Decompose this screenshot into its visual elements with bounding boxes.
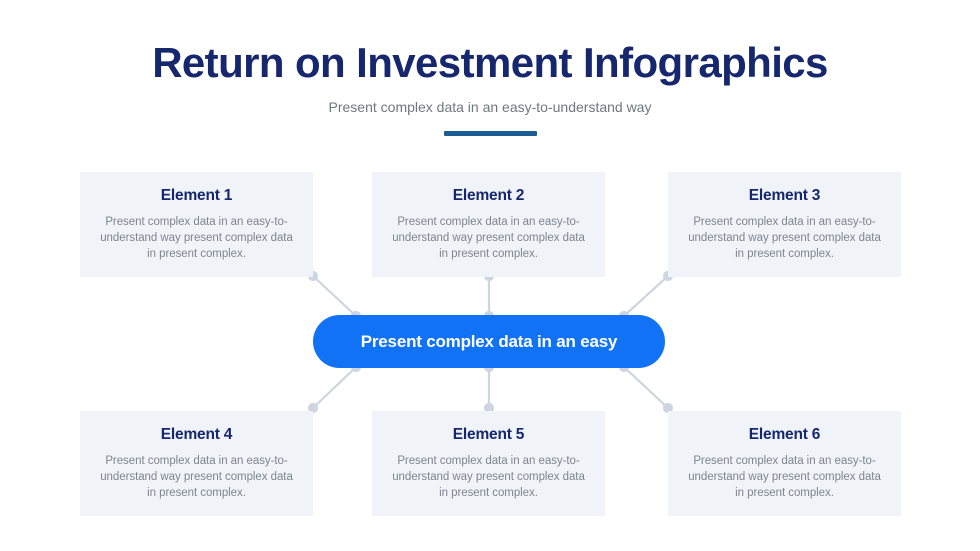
connector-line-6 xyxy=(623,366,669,409)
slide-header: Return on Investment Infographics Presen… xyxy=(0,38,980,136)
element-card-4[interactable]: Element 4 Present complex data in an eas… xyxy=(80,411,313,516)
element-card-6-body: Present complex data in an easy-to-under… xyxy=(688,455,881,499)
element-card-1-body: Present complex data in an easy-to-under… xyxy=(100,216,293,260)
element-card-2[interactable]: Element 2 Present complex data in an eas… xyxy=(372,172,605,277)
element-card-1-title: Element 1 xyxy=(160,187,233,204)
element-card-6[interactable]: Element 6 Present complex data in an eas… xyxy=(668,411,901,516)
element-card-5[interactable]: Element 5 Present complex data in an eas… xyxy=(372,411,605,516)
connector-line-1 xyxy=(312,275,357,317)
element-card-3-body: Present complex data in an easy-to-under… xyxy=(688,216,881,260)
element-card-3[interactable]: Element 3 Present complex data in an eas… xyxy=(668,172,901,277)
element-card-3-title: Element 3 xyxy=(748,187,821,204)
title-divider xyxy=(443,131,537,136)
element-card-4-title: Element 4 xyxy=(160,426,233,443)
element-card-5-title: Element 5 xyxy=(452,426,525,443)
element-card-2-title: Element 2 xyxy=(452,187,525,204)
page-subtitle: Present complex data in an easy-to-under… xyxy=(328,99,652,115)
element-card-1[interactable]: Element 1 Present complex data in an eas… xyxy=(80,172,313,277)
element-card-5-body: Present complex data in an easy-to-under… xyxy=(392,455,585,499)
element-card-4-body: Present complex data in an easy-to-under… xyxy=(100,455,293,499)
page-title: Return on Investment Infographics xyxy=(152,39,828,86)
element-card-2-body: Present complex data in an easy-to-under… xyxy=(392,216,585,260)
connector-line-3 xyxy=(623,275,669,317)
connector-line-4 xyxy=(312,366,357,409)
center-hub-label: Present complex data in an easy xyxy=(360,332,618,351)
center-hub-pill[interactable]: Present complex data in an easy xyxy=(313,315,665,368)
element-card-6-title: Element 6 xyxy=(748,426,821,443)
